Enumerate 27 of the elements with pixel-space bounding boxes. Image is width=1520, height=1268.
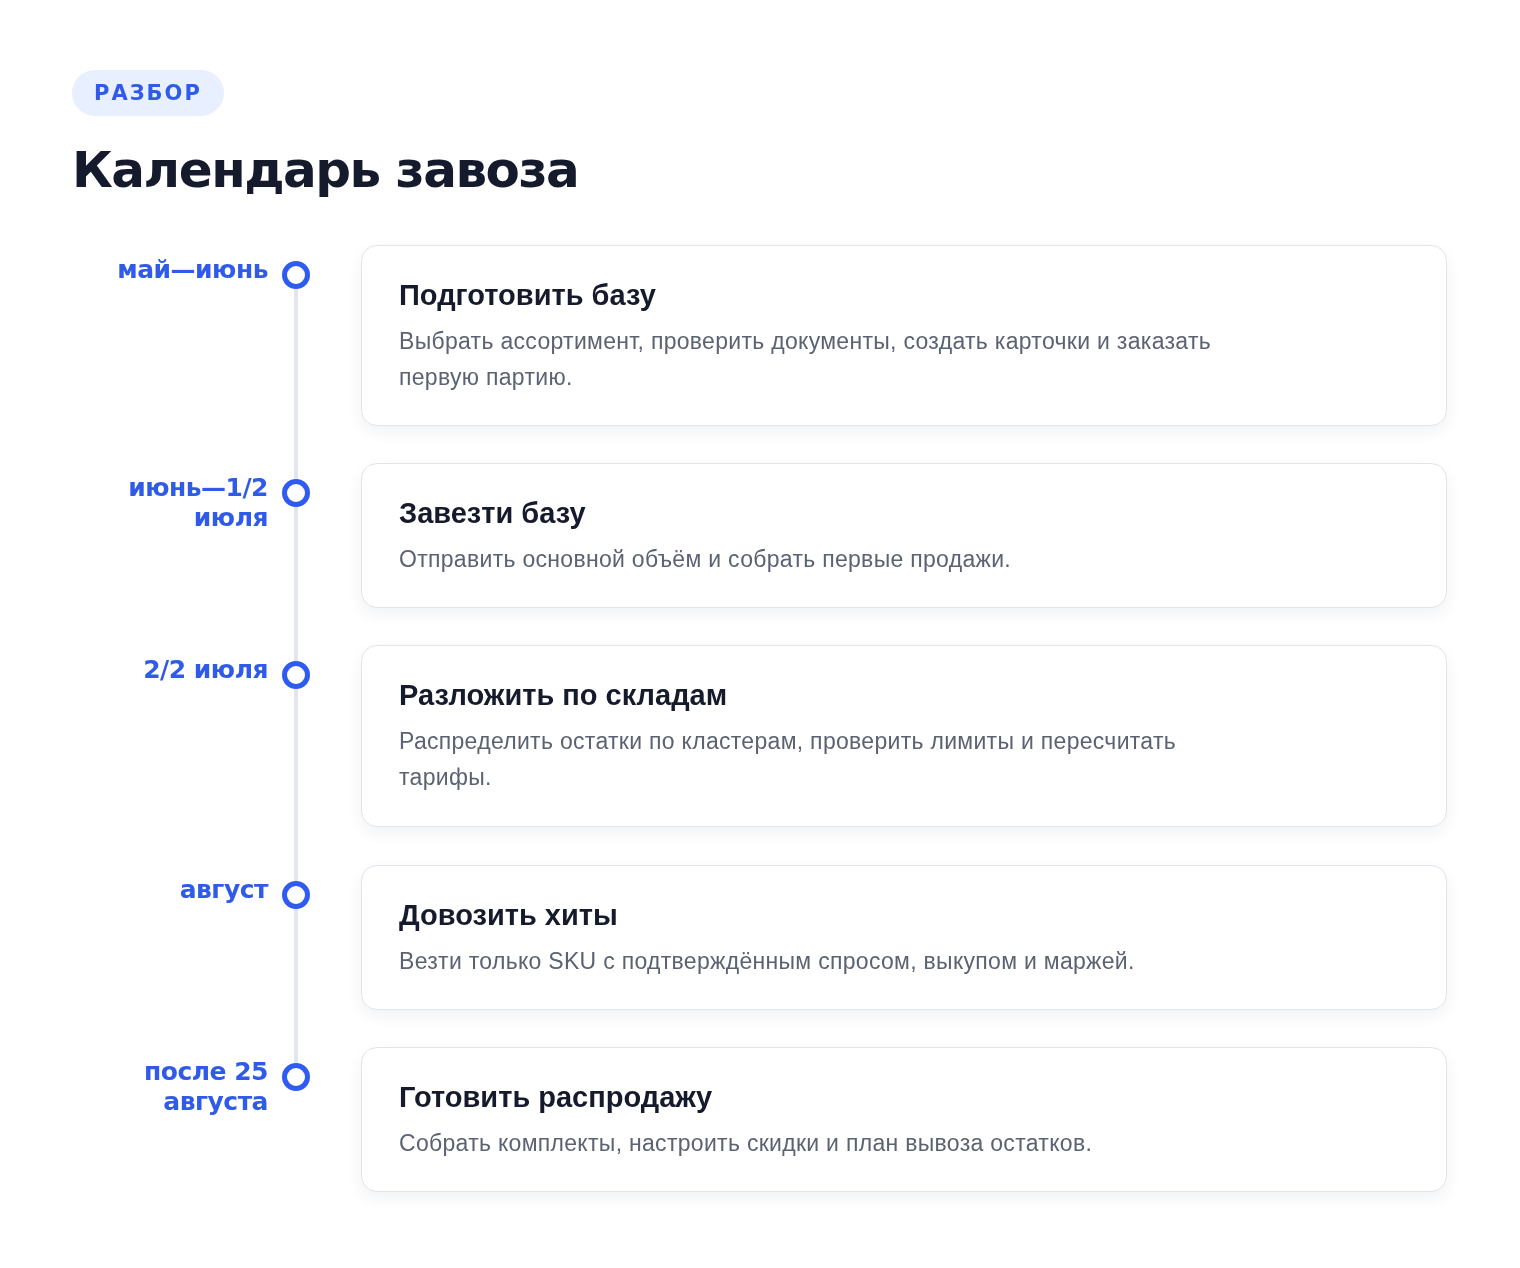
step-title: Готовить распродажу	[399, 1080, 713, 1115]
date-label: июнь—1/2 июля	[127, 473, 268, 533]
step-card	[361, 645, 1447, 827]
timeline-dot	[282, 479, 310, 507]
timeline-dot	[282, 881, 310, 909]
step-description: Распределить остатки по кластерам, проверить лимиты и пересчитать тарифы.	[399, 727, 1178, 792]
step-title: Довозить хиты	[399, 898, 618, 933]
step-title: Разложить по складам	[399, 678, 728, 713]
step-title: Завезти базу	[399, 496, 586, 531]
step-card	[361, 1047, 1447, 1192]
category-tag: РАЗБОР	[72, 70, 224, 116]
timeline-dot	[282, 1063, 310, 1091]
step-description: Везти только SKU с подтверждённым спросом, выкупом и маржей.	[399, 947, 1135, 976]
date-label: август	[179, 875, 268, 905]
date-label: 2/2 июля	[143, 655, 268, 685]
step-card	[361, 245, 1447, 426]
timeline-dot	[282, 661, 310, 689]
step-title: Подготовить базу	[399, 278, 656, 313]
step-description: Выбрать ассортимент, проверить документы, создать карточки и заказать первую партию.	[399, 327, 1213, 392]
timeline-dot	[282, 261, 310, 289]
step-card	[361, 865, 1447, 1010]
step-description: Отправить основной объём и собрать первые продажи.	[399, 545, 1012, 574]
step-description: Собрать комплекты, настроить скидки и план вывоза остатков.	[399, 1129, 1093, 1158]
date-label: май—июнь	[117, 255, 268, 285]
date-label: после 25 августа	[142, 1057, 268, 1117]
step-card	[361, 463, 1447, 608]
page-title: Календарь завоза	[72, 140, 579, 201]
